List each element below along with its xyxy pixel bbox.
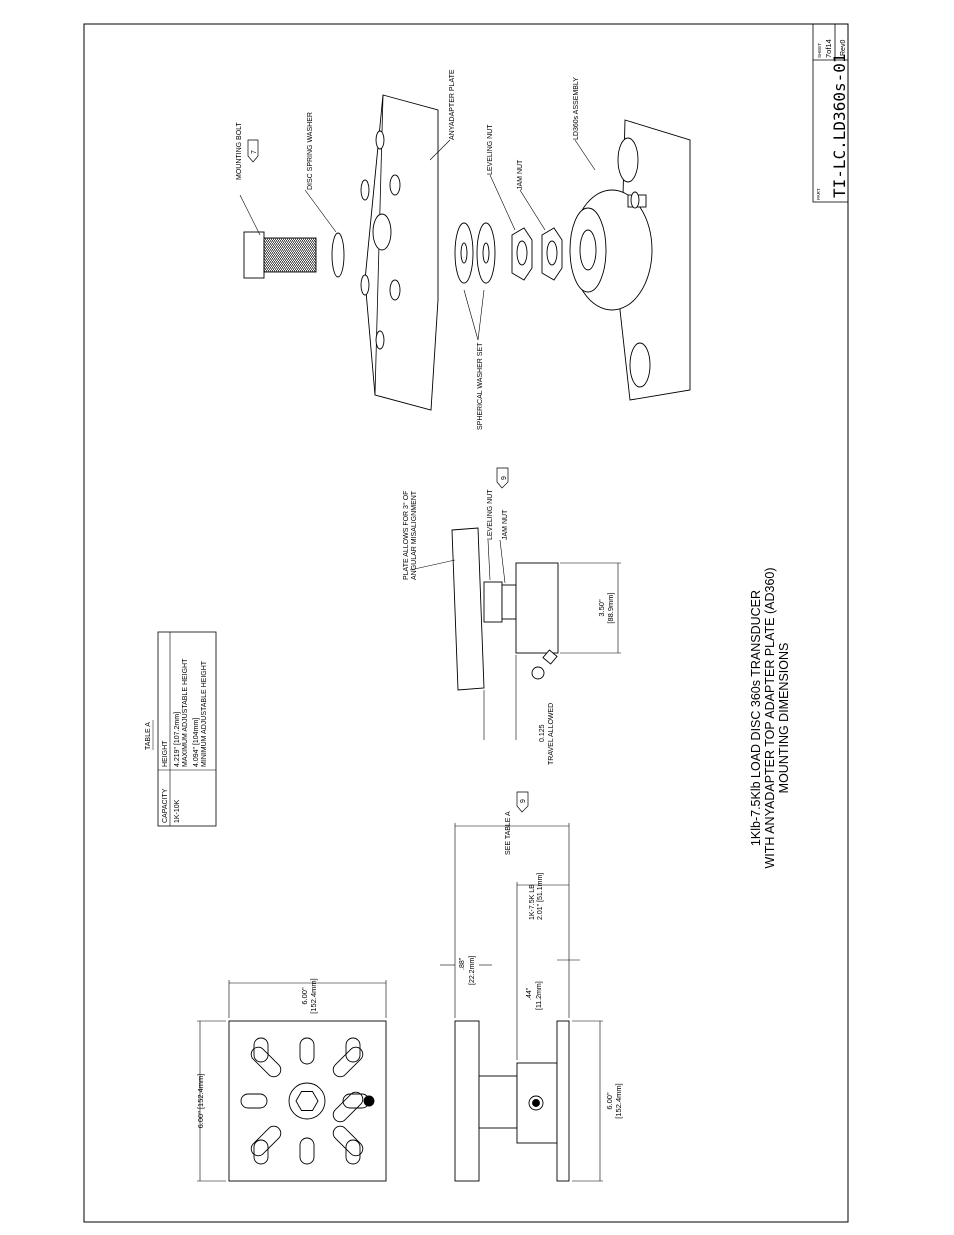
cap-value: 2.01" [51.1mm] bbox=[537, 873, 544, 920]
dim-88-mm: [22.2mm] bbox=[469, 956, 476, 985]
label-anyadapter-plate: ANYADAPTER PLATE bbox=[449, 69, 456, 140]
side-view-dims bbox=[409, 539, 621, 740]
table-a: TABLE A CAPACITY HEIGHT 1K-10K 4.219" [1… bbox=[145, 631, 217, 827]
label-ld360s-assembly: LD360s ASSEMBLY bbox=[573, 77, 580, 140]
title-block: PART TI-LC.LD360s-01 SHEET 7of14 Rev0 bbox=[812, 23, 849, 203]
label-jam-nut: JAM NUT bbox=[517, 159, 524, 190]
title-line-3: MOUNTING DIMENSIONS bbox=[777, 643, 791, 794]
travel-label: TRAVEL ALLOWED bbox=[548, 703, 555, 765]
side-height-mm: [88.9mm] bbox=[606, 592, 615, 623]
base-width-in: 6.00" bbox=[605, 1092, 614, 1110]
side-view bbox=[451, 527, 559, 691]
side-ref-tag bbox=[496, 467, 509, 489]
side-height-in: 3.50" bbox=[597, 599, 606, 617]
plate-allows-1: PLATE ALLOWS FOR 3° OF bbox=[402, 491, 410, 580]
front-view-dims bbox=[440, 823, 603, 1182]
title-line-2: WITH ANYADAPTER TOP ADAPTER PLATE (AD360… bbox=[763, 567, 777, 868]
base-width-mm: [152.4mm] bbox=[614, 1083, 623, 1118]
travel-value: 0.125 bbox=[539, 724, 546, 742]
see-table-a: SEE TABLE A bbox=[505, 811, 512, 855]
top-view-plate bbox=[228, 1020, 387, 1182]
title-line-1: 1Klb-7.5Klb LOAD DISC 360s TRANSDUCER bbox=[749, 590, 763, 846]
drawing-title: 1Klb-7.5Klb LOAD DISC 360s TRANSDUCER WI… bbox=[749, 567, 791, 868]
exploded-leaders bbox=[239, 139, 596, 341]
front-view bbox=[454, 1020, 570, 1182]
see-table-ref-tag bbox=[516, 791, 529, 813]
see-table-ref: 9 bbox=[520, 799, 527, 803]
side-leveling-nut: LEVELING NUT bbox=[487, 489, 494, 540]
side-ref: 9 bbox=[501, 476, 508, 480]
label-spherical-washer-set: SPHERICAL WASHER SET bbox=[477, 342, 484, 430]
plate-allows-2: ANGULAR MISALIGNMENT bbox=[411, 490, 418, 580]
label-leveling-nut: LEVELING NUT bbox=[487, 124, 494, 175]
exploded-view bbox=[243, 94, 691, 411]
sheet-number: 7of14 bbox=[824, 39, 833, 58]
side-jam-nut: JAM NUT bbox=[502, 509, 509, 540]
dim-88-in: .88" bbox=[459, 957, 466, 970]
table-header-height: HEIGHT bbox=[162, 740, 169, 767]
part-label: PART bbox=[816, 188, 821, 200]
dim-44-in: .44" bbox=[526, 987, 533, 1000]
table-header-capacity: CAPACITY bbox=[162, 788, 169, 823]
top-width-in: 6.00" bbox=[300, 987, 309, 1005]
sheet-border bbox=[83, 23, 849, 1223]
table-max-value: 4.219" [107.2mm] bbox=[174, 712, 181, 767]
part-number: TI-LC.LD360s-01 bbox=[830, 54, 849, 199]
table-max-desc: MAXIMUM ADJUSTABLE HEIGHT bbox=[182, 658, 189, 767]
top-width-mm: [152.4mm] bbox=[309, 978, 318, 1013]
dim-44-mm: [11.2mm] bbox=[536, 981, 543, 1010]
table-caption: TABLE A bbox=[145, 722, 152, 750]
top-view-dims bbox=[197, 980, 387, 1182]
bolt-ref-tag bbox=[247, 139, 259, 163]
label-disc-spring-washer: DISC SPRING WASHER bbox=[307, 112, 314, 190]
sheet-label: SHEET bbox=[817, 43, 822, 58]
top-height: 6.00" [152.4mm] bbox=[196, 1074, 205, 1129]
revision: Rev0 bbox=[840, 40, 847, 56]
mounting-bolt-ref: 7 bbox=[251, 150, 258, 154]
table-min-desc: MINIMUM ADJUSTABLE HEIGHT bbox=[201, 660, 208, 767]
table-capacity: 1K-10K bbox=[174, 799, 181, 823]
cap-range: 1K-7.5K LB bbox=[529, 884, 536, 920]
label-mounting-bolt: MOUNTING BOLT bbox=[236, 121, 243, 180]
table-min-value: 4.094" [104mm] bbox=[193, 718, 200, 767]
